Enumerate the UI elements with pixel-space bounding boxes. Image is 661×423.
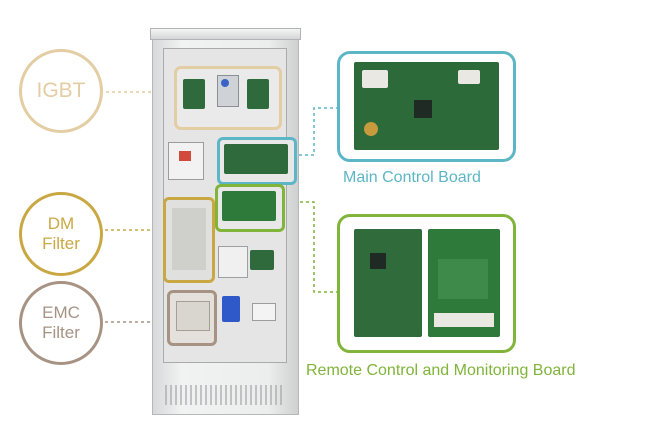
igbt-label: IGBT	[36, 78, 86, 102]
cabinet-top	[150, 28, 301, 40]
emc-filter-unit	[176, 301, 210, 331]
remote-monitoring-board-image-left	[354, 229, 422, 337]
main-control-transformer	[364, 122, 378, 136]
remote-board-chip-left	[370, 253, 386, 269]
emc-filter-callout: EMC Filter	[19, 281, 103, 365]
emc-filter-highlight	[167, 290, 217, 346]
remote-monitoring-board-label: Remote Control and Monitoring Board	[306, 362, 576, 379]
remote-monitoring-board-image-right	[428, 229, 500, 337]
emc-filter-label-line1: EMC	[42, 303, 80, 323]
dm-filter-callout: DM Filter	[19, 192, 103, 276]
dm-filter-unit	[172, 208, 206, 270]
remote-board-relay-area	[438, 259, 488, 299]
dm-filter-highlight	[163, 197, 215, 283]
main-control-connector-block-2	[458, 70, 480, 84]
blue-terminal	[222, 296, 240, 322]
remote-monitoring-pcb-small	[222, 191, 276, 221]
igbt-terminal	[221, 79, 229, 87]
igbt-highlight	[174, 66, 282, 130]
remote-monitoring-highlight	[215, 184, 285, 232]
igbt-board-right	[247, 79, 269, 109]
dm-filter-label-line1: DM	[47, 214, 75, 234]
main-control-pcb-small	[224, 144, 288, 174]
main-control-board-label: Main Control Board	[343, 169, 481, 186]
main-control-connector	[293, 107, 337, 156]
main-control-board-frame	[337, 51, 516, 162]
igbt-callout: IGBT	[19, 49, 103, 133]
auxiliary-board	[250, 250, 274, 270]
cabinet-vent	[165, 385, 283, 405]
relay-block	[218, 246, 248, 278]
contactor	[168, 142, 204, 180]
main-control-chip	[414, 100, 432, 118]
terminal-block	[252, 303, 276, 321]
dm-filter-label-line2: Filter	[42, 234, 80, 253]
contactor-indicator	[179, 151, 191, 161]
main-control-connector-block	[362, 70, 388, 88]
emc-filter-label-line2: Filter	[42, 323, 80, 342]
igbt-board-left	[183, 79, 205, 109]
remote-monitoring-board-frame	[337, 214, 516, 353]
main-control-board-image	[354, 62, 499, 150]
main-control-highlight	[217, 137, 297, 185]
remote-board-terminal-strip	[434, 313, 494, 327]
remote-monitoring-connector	[282, 201, 337, 293]
